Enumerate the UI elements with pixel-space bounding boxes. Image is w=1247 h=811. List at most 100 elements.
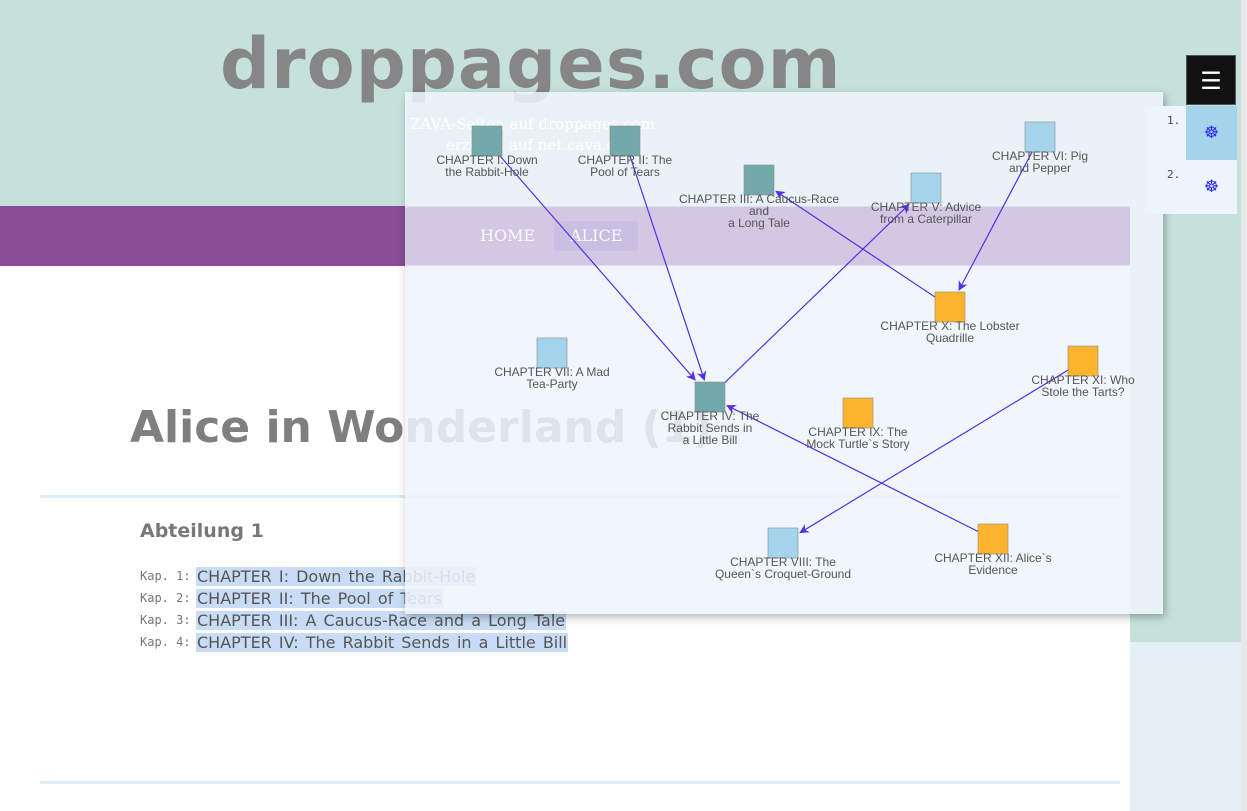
- graph-edge-ch2-ch4: [624, 140, 707, 381]
- graph-edge-ch11-ch8: [799, 360, 1084, 534]
- graph-node-box[interactable]: [609, 125, 641, 157]
- graph-node-box[interactable]: [1024, 121, 1056, 153]
- graph-node-box[interactable]: [842, 397, 874, 429]
- chapter-number: Kap. 2:: [140, 591, 191, 605]
- graph-node-label-line: Tea-Party: [526, 377, 577, 391]
- graph-node-label-line: the Rabbit-Hole: [445, 165, 529, 179]
- graph-node-label-line: CHAPTER IV: The: [661, 409, 760, 423]
- chapter-number: Kap. 4:: [140, 635, 191, 649]
- graph-node-label-line: CHAPTER VI: Pig: [992, 149, 1088, 163]
- side-list: 1. ☸ 2. ☸: [1145, 106, 1237, 214]
- overlay-subtitle-line: ZAVA-Seiten auf droppages.com: [410, 115, 655, 133]
- side-list-item: 2. ☸: [1145, 160, 1237, 214]
- graph-node-label-line: CHAPTER V: Advice: [871, 200, 982, 214]
- wheel-icon[interactable]: ☸: [1186, 106, 1237, 160]
- site-title: droppages.com: [220, 23, 842, 105]
- section-heading: Abteilung 1: [140, 520, 264, 542]
- graph-node-label-line: Quadrille: [926, 331, 974, 345]
- graph-node-label-line: a Little Bill: [683, 433, 738, 447]
- chapter-link[interactable]: CHAPTER III: A Caucus-Race and a Long Ta…: [196, 610, 567, 630]
- graph-node-label-line: CHAPTER II: The: [578, 153, 673, 167]
- graph-node-label-line: CHAPTER XII: Alice`s: [934, 551, 1051, 565]
- nav-home-link[interactable]: HOME: [480, 226, 536, 245]
- graph-node-label-line: CHAPTER VIII: The: [730, 555, 836, 569]
- graph-edge-ch6-ch10: [958, 136, 1041, 291]
- graph-node-label-line: Stole the Tarts?: [1041, 385, 1124, 399]
- side-item-number: 1.: [1167, 114, 1181, 127]
- graph-edge-ch1-ch4: [486, 140, 696, 381]
- chapter-number: Kap. 3:: [140, 613, 191, 627]
- graph-node-box[interactable]: [910, 172, 942, 204]
- side-list-item: 1. ☸: [1145, 106, 1237, 160]
- graph-edge-ch12-ch4: [726, 404, 994, 540]
- graph-node-box[interactable]: [1067, 345, 1099, 377]
- graph-node-box[interactable]: [977, 523, 1009, 555]
- graph-node-label-line: CHAPTER XI: Who: [1031, 373, 1135, 387]
- nav-alice-link[interactable]: ALICE: [554, 221, 639, 251]
- chapter-link[interactable]: CHAPTER II: The Pool of Tears: [196, 588, 443, 608]
- graph-node-label-line: and: [749, 204, 769, 218]
- graph-edges: [486, 136, 1084, 540]
- nav-links: [405, 207, 1130, 265]
- graph-edge-ch4-ch5: [709, 203, 910, 398]
- graph-node-label-line: Pool of Tears: [590, 165, 660, 179]
- graph-node-label-line: Evidence: [968, 563, 1018, 577]
- graph-node-box[interactable]: [934, 291, 966, 323]
- graph-node-box[interactable]: [694, 381, 726, 413]
- side-item-number: 2.: [1167, 168, 1181, 181]
- graph-node-label-line: CHAPTER I: Down: [436, 153, 537, 167]
- hamburger-icon[interactable]: ☰: [1186, 55, 1236, 105]
- graph-node-label-line: CHAPTER VII: A Mad: [494, 365, 609, 379]
- graph-node-box[interactable]: [536, 337, 568, 369]
- divider: [40, 781, 1120, 784]
- scrollbar[interactable]: [1241, 0, 1247, 811]
- chapter-link[interactable]: CHAPTER IV: The Rabbit Sends in a Little…: [196, 632, 569, 652]
- list-item: Kap. 2: CHAPTER II: The Pool of Tears: [140, 587, 568, 609]
- graph-node-label-line: CHAPTER IX: The: [808, 425, 907, 439]
- graph-node-box[interactable]: [767, 527, 799, 559]
- graph-node-box[interactable]: [471, 125, 503, 157]
- graph-node-label-line: Queen`s Croquet-Ground: [715, 567, 851, 581]
- graph-node-label-line: Mock Turtle`s Story: [806, 437, 909, 451]
- graph-node-label-line: CHAPTER X: The Lobster: [880, 319, 1019, 333]
- wheel-icon[interactable]: ☸: [1203, 177, 1220, 197]
- graph-edge-ch10-ch3: [775, 190, 951, 308]
- list-item: Kap. 3: CHAPTER III: A Caucus-Race and a…: [140, 609, 568, 631]
- graph-node-label-line: Rabbit Sends in: [668, 421, 753, 435]
- graph-node-label-line: and Pepper: [1009, 161, 1071, 175]
- chapter-graph-overlay: [405, 92, 1163, 614]
- graph-node-label-line: CHAPTER III: A Caucus-Race: [679, 192, 839, 206]
- graph-node-label-line: from a Caterpillar: [880, 212, 972, 226]
- list-item: Kap. 4: CHAPTER IV: The Rabbit Sends in …: [140, 631, 569, 653]
- chapter-number: Kap. 1:: [140, 569, 191, 583]
- right-panel-lower: [1130, 642, 1247, 811]
- graph-node-box[interactable]: [743, 164, 775, 196]
- graph-node-label-line: a Long Tale: [728, 216, 790, 230]
